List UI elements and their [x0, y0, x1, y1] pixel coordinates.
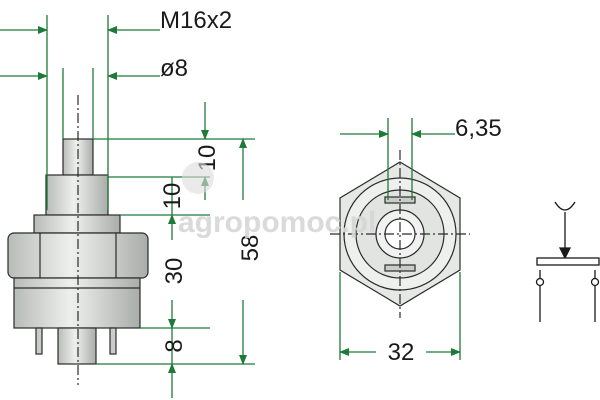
terminal-width-label: 6,35: [455, 115, 502, 142]
hex-width-label: 32: [388, 339, 415, 366]
upper-nut: [45, 174, 109, 216]
bottom-length-label: 8: [161, 339, 188, 352]
body-height-label: 30: [161, 258, 188, 285]
thread-label: M16x2: [160, 7, 232, 34]
overall-height-label: 58: [237, 235, 264, 262]
switch-top-view: [330, 150, 470, 318]
switch-side-view: [7, 95, 149, 385]
dimension-pin-diameter: ø8: [0, 55, 188, 139]
pin-diameter-label: ø8: [160, 55, 188, 82]
lower-body: [13, 277, 141, 329]
washer: [33, 214, 121, 234]
dimension-bottom-length: 8: [161, 328, 188, 398]
terminal-left: [35, 327, 43, 355]
upper-nut-label: 10: [159, 183, 186, 210]
dimension-upper-nut: 10: [159, 177, 186, 215]
dimension-hex-width: 32: [339, 272, 461, 366]
terminal-right: [109, 327, 117, 355]
switch-symbol: [535, 201, 600, 322]
bottom-stem: [57, 327, 97, 365]
dimension-body-height: 30: [161, 214, 188, 329]
dimension-overall-height: 58: [237, 138, 264, 365]
dimension-terminal-width: 6,35: [340, 115, 502, 200]
watermark-logo: agropomoc.pl: [178, 162, 376, 239]
svg-text:agropomoc.pl: agropomoc.pl: [178, 206, 376, 239]
